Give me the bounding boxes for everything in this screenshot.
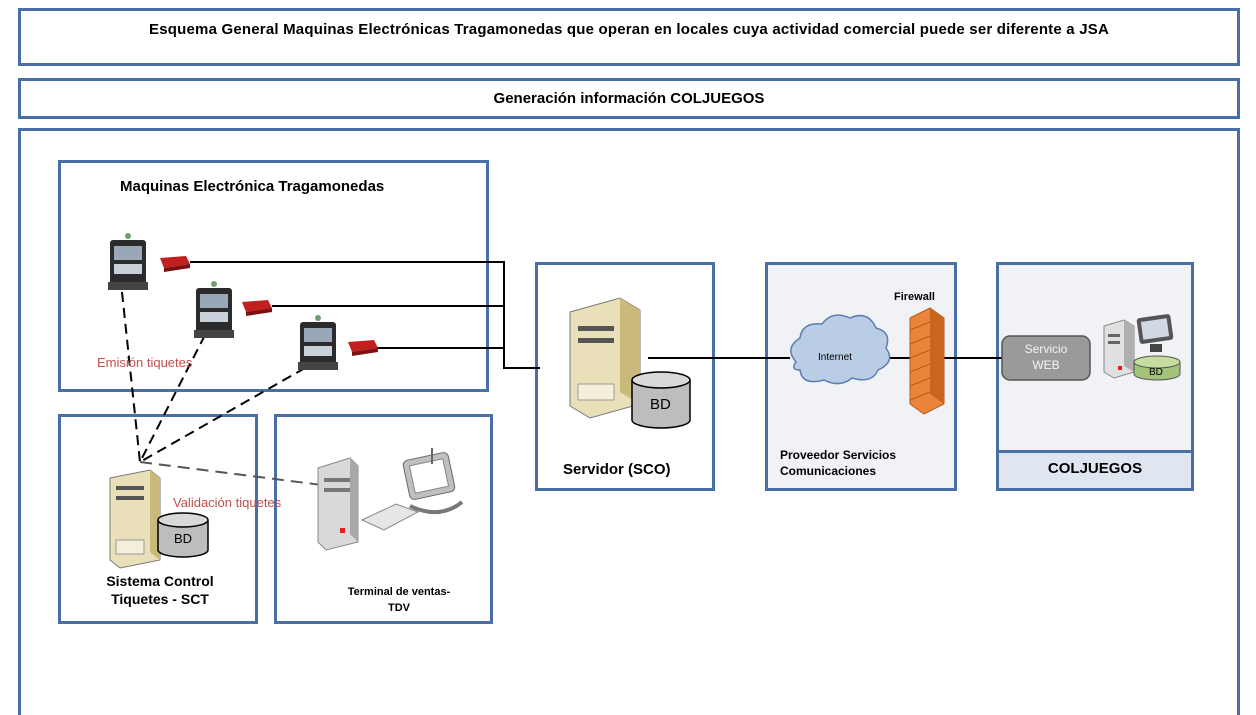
- slot-machine-icon: [298, 315, 338, 370]
- machine-links: [190, 261, 1002, 369]
- monitor-icon: [1136, 314, 1174, 352]
- ticket-printer-icon: [242, 300, 272, 316]
- server-icon: [1103, 319, 1135, 379]
- firewall-icon: [909, 307, 945, 415]
- coljuegos-label: COLJUEGOS: [1047, 460, 1143, 477]
- web-service-box: [1001, 335, 1091, 381]
- tdv-label-line1: Terminal de ventas-: [347, 586, 451, 598]
- validation-edge-label: Validación tiquetes: [173, 495, 282, 510]
- tdv-label: Terminal de ventas- TDV: [314, 584, 484, 616]
- dash-m2: [139, 334, 206, 463]
- server-icon: [109, 469, 161, 569]
- sct-db-label: BD: [174, 531, 193, 546]
- web-service-line1: Servicio: [1024, 342, 1068, 356]
- sct-label-line2: Tiquetes - SCT: [111, 591, 209, 607]
- database-icon: [631, 371, 691, 429]
- sct-label-line1: Sistema Control: [106, 573, 214, 589]
- internet-label: Internet: [818, 352, 852, 363]
- diagram-subtitle-text: Generación información COLJUEGOS: [493, 90, 765, 107]
- ticket-links: [121, 291, 306, 463]
- server-db-label: BD: [650, 396, 671, 413]
- ticket-printer-icon: [160, 256, 190, 272]
- slot-machine-icon: [194, 281, 234, 338]
- firewall-label: Firewall: [894, 291, 935, 303]
- provider-label: Proveedor Servicios Comunicaciones: [780, 447, 896, 479]
- coljuegos-db-label: BD: [1149, 367, 1163, 378]
- diagram-title-text: Esquema General Maquinas Electrónicas Tr…: [149, 21, 1109, 38]
- dash-m1: [121, 291, 141, 463]
- tdv-label-line2: TDV: [388, 602, 410, 614]
- web-service-line2: WEB: [1032, 358, 1060, 372]
- web-service-label: Servicio WEB: [1002, 341, 1090, 373]
- diagram-title: Esquema General Maquinas Electrónicas Tr…: [18, 8, 1240, 66]
- ticket-printer-icon: [348, 340, 378, 356]
- database-icon: [157, 512, 209, 558]
- emission-edge-label: Emisión tiquetes: [97, 355, 193, 370]
- cloud-icon: [790, 314, 891, 385]
- server-icon: [569, 297, 641, 419]
- slot-machine-icon: [108, 233, 148, 290]
- provider-label-line1: Proveedor Servicios: [780, 448, 897, 462]
- diagram-subtitle: Generación información COLJUEGOS: [18, 78, 1240, 119]
- machines-group-label: Maquinas Electrónica Tragamonedas: [120, 178, 385, 195]
- provider-label-line2: Comunicaciones: [780, 464, 877, 478]
- pos-terminal-icon: [317, 448, 464, 551]
- link-machine-1: [190, 261, 540, 369]
- database-icon: [1133, 355, 1181, 381]
- sct-label: Sistema Control Tiquetes - SCT: [80, 572, 240, 608]
- coljuegos-label-band: [999, 450, 1191, 488]
- dash-sct-tdv: [139, 461, 323, 486]
- server-label: Servidor (SCO): [563, 461, 671, 478]
